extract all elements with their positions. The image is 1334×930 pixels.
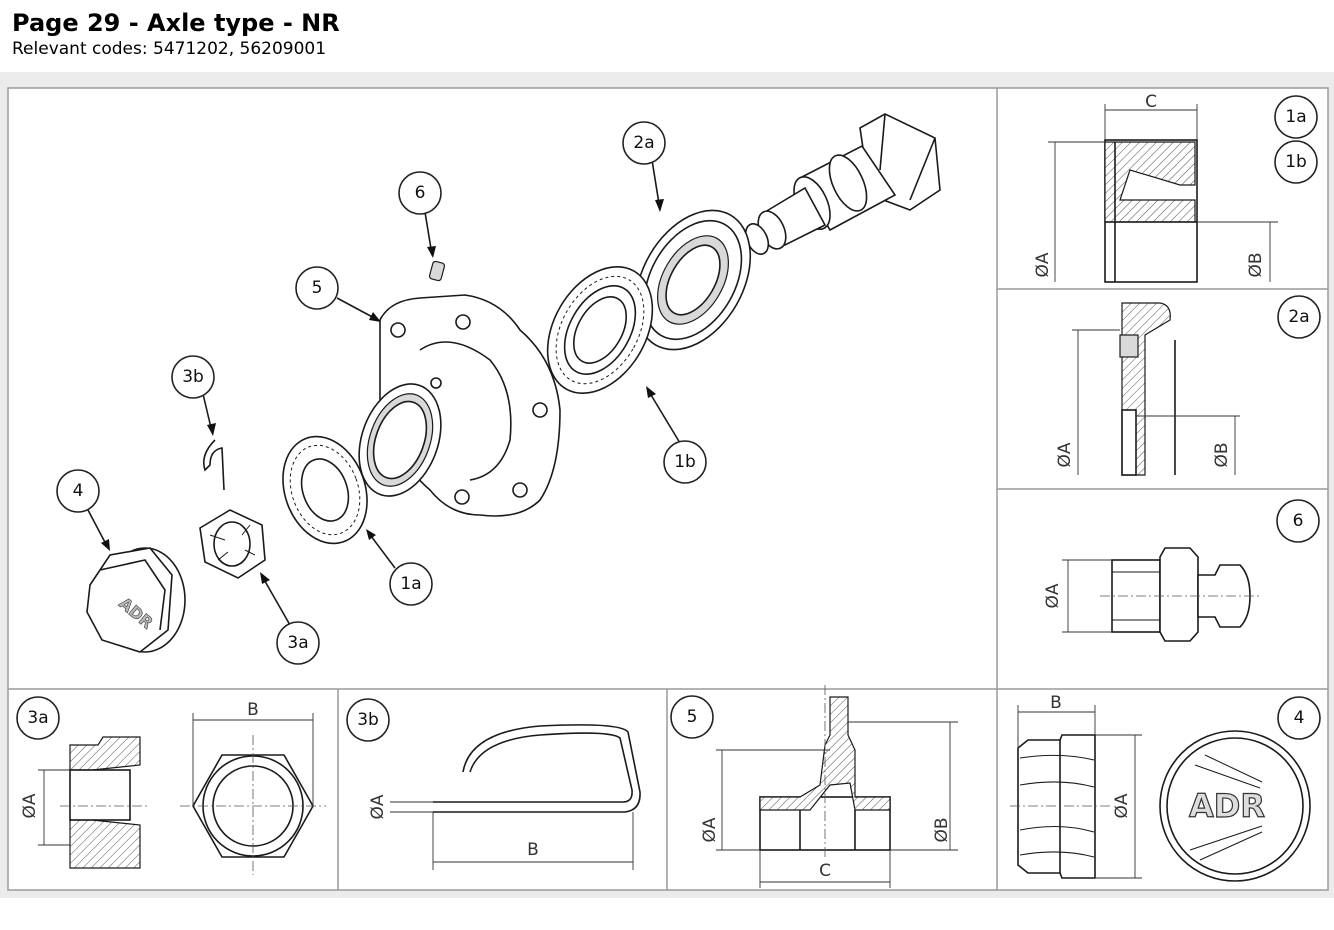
dim-B: B — [527, 840, 539, 860]
dim-B: ØB — [1246, 252, 1266, 277]
svg-text:6: 6 — [1293, 511, 1304, 531]
bearing-1a — [282, 435, 368, 545]
svg-text:1a: 1a — [400, 574, 421, 594]
svg-text:5: 5 — [312, 278, 323, 298]
exploded-view: ADR 2a 6 5 3b 1b 4 1a 3a — [56, 113, 941, 665]
relevant-codes: Relevant codes: 5471202, 56209001 — [12, 39, 327, 59]
callout-6: 6 — [398, 171, 442, 215]
dim-A: ØA — [1043, 583, 1063, 608]
dim-C: C — [1145, 92, 1157, 112]
dim-A: ØA — [20, 793, 40, 818]
castle-nut — [199, 509, 266, 579]
dim-B: B — [1050, 693, 1062, 713]
svg-text:5: 5 — [687, 707, 698, 727]
svg-text:2a: 2a — [1288, 307, 1309, 327]
dim-A: ØA — [1055, 442, 1075, 467]
dim-A: ØA — [1112, 793, 1132, 818]
detail-castle-nut-3a: ØA B 3a — [16, 696, 326, 875]
svg-text:3a: 3a — [287, 633, 308, 653]
stub-axle — [744, 113, 941, 255]
svg-text:3b: 3b — [182, 367, 204, 387]
detail-seal-2a: ØA ØB 2a — [1055, 295, 1321, 476]
hub-cap: ADR — [86, 547, 186, 653]
detail-split-pin-3b: ØA B 3b — [346, 698, 641, 870]
svg-text:3b: 3b — [357, 710, 379, 730]
svg-text:2a: 2a — [633, 133, 654, 153]
svg-text:3a: 3a — [27, 708, 48, 728]
wheel-hub — [358, 294, 561, 517]
detail-hub-5: ØA ØB C 5 — [670, 685, 958, 888]
callout-4: 4 — [56, 469, 100, 513]
dim-B: ØB — [1212, 442, 1232, 467]
page-header: Page 29 - Axle type - NR Relevant codes:… — [12, 8, 340, 60]
detail-bearing-1a-1b: C ØA ØB 1a 1b — [1033, 92, 1318, 283]
svg-text:6: 6 — [415, 183, 426, 203]
detail-hub-cap-4: B ØA ADR 4 — [1010, 693, 1321, 882]
svg-text:4: 4 — [1294, 708, 1305, 728]
bearing-1b — [546, 265, 654, 395]
dim-B: ØB — [932, 817, 952, 842]
seal-2a — [634, 209, 752, 351]
callout-1b: 1b — [663, 440, 707, 484]
svg-text:1b: 1b — [674, 452, 696, 472]
adr-logo: ADR — [1189, 787, 1265, 825]
callout-2a: 2a — [622, 121, 666, 165]
dim-A: ØA — [368, 794, 388, 819]
dim-A: ØA — [1033, 252, 1053, 277]
svg-text:1b: 1b — [1285, 152, 1307, 172]
callout-5: 5 — [295, 266, 339, 310]
callout-3a: 3a — [276, 621, 320, 665]
split-pin — [202, 439, 225, 491]
callout-1a: 1a — [389, 562, 433, 606]
grease-nipple — [428, 260, 446, 282]
dim-A: ØA — [700, 817, 720, 842]
svg-text:1a: 1a — [1285, 107, 1306, 127]
dim-C: C — [819, 861, 831, 881]
svg-text:4: 4 — [73, 481, 84, 501]
page-title: Page 29 - Axle type - NR — [12, 9, 340, 37]
detail-nipple-6: ØA 6 — [1043, 499, 1320, 642]
callout-3b: 3b — [171, 355, 215, 399]
dim-B: B — [247, 700, 259, 720]
